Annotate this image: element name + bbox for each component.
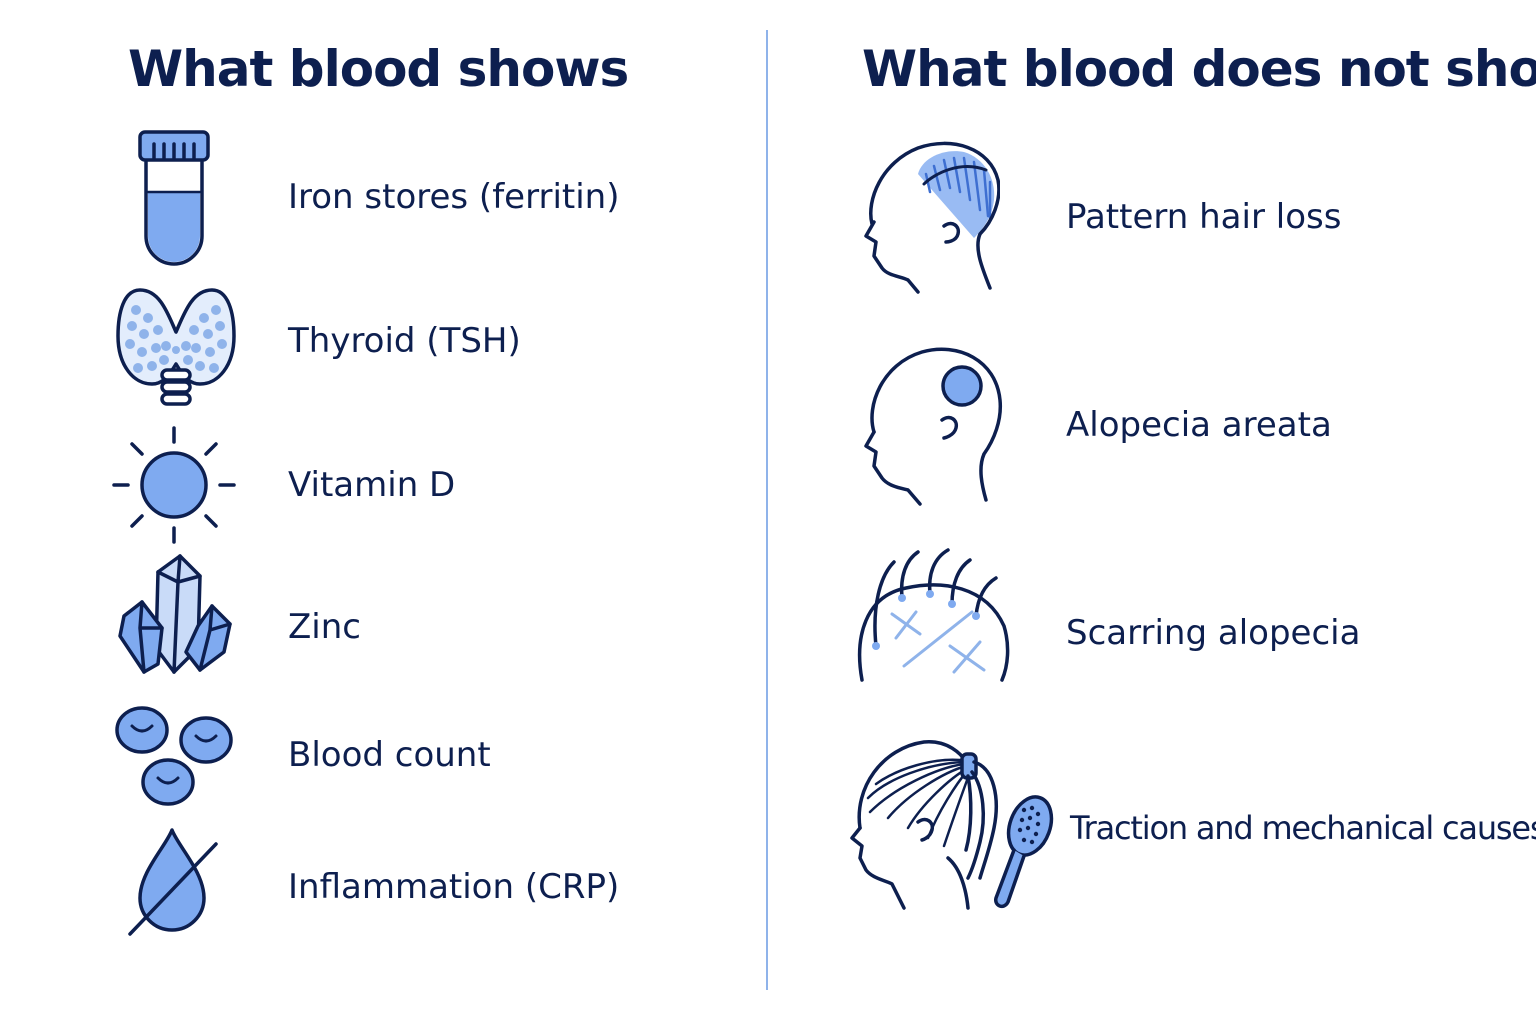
test-tube-icon	[128, 124, 220, 270]
right-item-label: Pattern hair loss	[1066, 197, 1342, 237]
crystal-icon	[114, 552, 236, 678]
left-item-label: Vitamin D	[288, 465, 456, 505]
left-item-label: Zinc	[288, 607, 361, 647]
right-item-label: Traction and mechanical causes	[1070, 809, 1536, 847]
left-item-label: Inflammation (CRP)	[288, 867, 620, 907]
crossed-drop-icon	[126, 826, 220, 938]
left-item-label: Iron stores (ferritin)	[288, 177, 620, 217]
left-item-label: Thyroid (TSH)	[288, 321, 521, 361]
right-item-label: Alopecia areata	[1066, 405, 1332, 445]
column-divider	[766, 30, 768, 990]
left-column-title: What blood shows	[128, 40, 629, 98]
right-item-label: Scarring alopecia	[1066, 613, 1361, 653]
right-column-title: What blood does not show	[862, 40, 1536, 98]
thyroid-icon	[114, 284, 238, 410]
bald-patch-head-icon	[860, 340, 1004, 506]
left-item-label: Blood count	[288, 735, 491, 775]
blood-cells-icon	[110, 702, 238, 810]
scarred-scalp-icon	[856, 546, 1012, 686]
sun-icon	[110, 424, 238, 546]
receding-hairline-head-icon	[860, 130, 1000, 294]
ponytail-brush-icon	[848, 738, 1060, 914]
